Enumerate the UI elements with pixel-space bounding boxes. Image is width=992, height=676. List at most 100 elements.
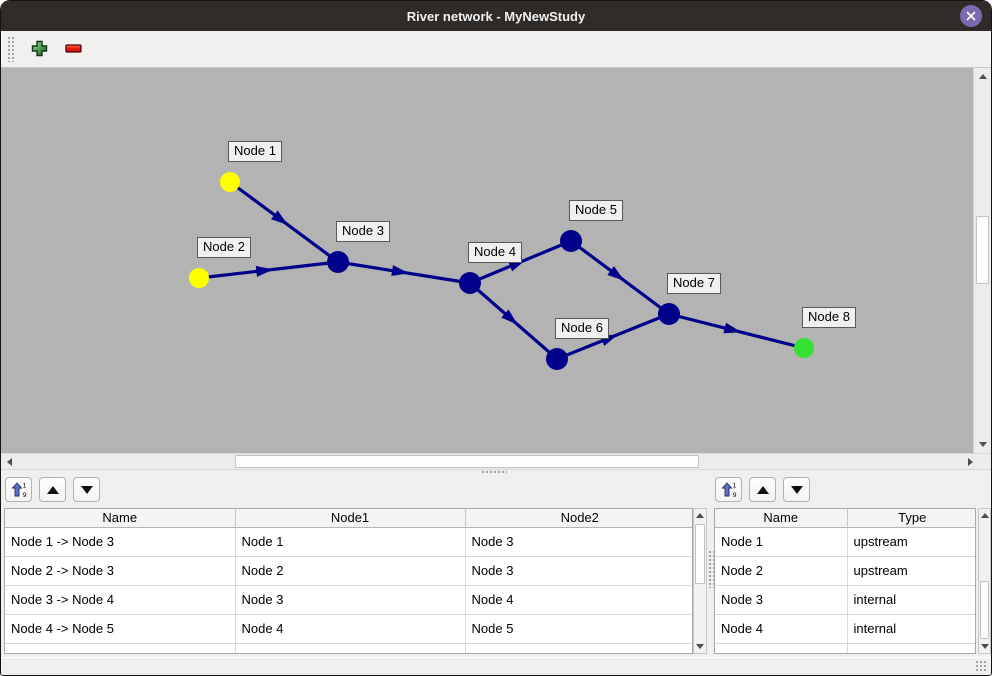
- arrow-down-icon: [696, 644, 704, 649]
- links-scroll-thumb[interactable]: [695, 524, 705, 584]
- add-icon: [31, 40, 47, 57]
- column-header[interactable]: Type: [847, 509, 975, 528]
- table-cell: Node 5: [465, 614, 692, 644]
- toolbar: [1, 31, 991, 68]
- resize-grip[interactable]: [975, 660, 988, 673]
- arrow-up-icon: [696, 513, 704, 518]
- scroll-left-button[interactable]: [2, 455, 16, 469]
- remove-button[interactable]: [61, 37, 85, 61]
- toolbar-drag-handle[interactable]: [7, 36, 15, 62]
- table-cell: internal: [847, 614, 975, 644]
- arrow-up-icon: [979, 74, 987, 79]
- arrow-left-icon: [6, 458, 12, 466]
- close-button[interactable]: [960, 5, 982, 27]
- scroll-up-button[interactable]: [979, 509, 990, 522]
- arrow-right-icon: [967, 458, 973, 466]
- column-header[interactable]: Name: [715, 509, 848, 528]
- links-move-down-button[interactable]: [73, 477, 100, 502]
- svg-text:9: 9: [732, 491, 736, 498]
- canvas-hscroll-thumb[interactable]: [235, 455, 699, 468]
- sort-icon: 1 9: [720, 482, 736, 498]
- nodes-controls: 1 9: [715, 477, 810, 502]
- edge-arrow-icon: [723, 322, 742, 334]
- edge-arrow-icon: [391, 265, 409, 277]
- nodes-table-scrollbar[interactable]: [978, 508, 991, 654]
- scroll-down-button[interactable]: [979, 640, 990, 653]
- node-label: Node 7: [667, 273, 721, 294]
- down-arrow-icon: [80, 485, 93, 494]
- links-move-up-button[interactable]: [39, 477, 66, 502]
- svg-text:1: 1: [22, 482, 26, 490]
- horizontal-splitter[interactable]: [1, 470, 991, 474]
- canvas-vscroll-thumb[interactable]: [976, 216, 989, 284]
- nodes-move-up-button[interactable]: [749, 477, 776, 502]
- table-cell: Node 1: [715, 527, 848, 557]
- status-bar: [1, 657, 991, 675]
- up-arrow-icon: [756, 485, 769, 494]
- table-cell: [715, 643, 848, 653]
- table-cell: [847, 643, 975, 653]
- table-cell: Node 1 -> Node 3: [5, 527, 236, 557]
- window-title: River network - MyNewStudy: [406, 8, 586, 24]
- table-cell: Node 3: [715, 585, 848, 615]
- sort-icon: 1 9: [10, 482, 26, 498]
- edge-arrow-icon: [501, 309, 518, 325]
- table-cell: Node 2 -> Node 3: [5, 556, 236, 586]
- column-header[interactable]: Name: [5, 509, 236, 528]
- down-arrow-icon: [790, 485, 803, 494]
- column-header[interactable]: Node2: [465, 509, 692, 528]
- node-label: Node 2: [197, 237, 251, 258]
- scroll-up-button[interactable]: [694, 509, 706, 522]
- svg-text:1: 1: [732, 482, 736, 490]
- table-cell: Node 3 -> Node 4: [5, 585, 236, 615]
- links-table-scrollbar[interactable]: [693, 508, 707, 654]
- add-button[interactable]: [27, 37, 51, 61]
- scroll-right-button[interactable]: [963, 455, 977, 469]
- column-header[interactable]: Node1: [235, 509, 466, 528]
- table-row[interactable]: [715, 643, 975, 653]
- nodes-scroll-thumb[interactable]: [980, 581, 989, 639]
- edge-arrow-icon: [607, 266, 625, 281]
- remove-icon: [64, 44, 82, 53]
- links-sort-button[interactable]: 1 9: [5, 477, 32, 502]
- title-bar[interactable]: River network - MyNewStudy: [1, 1, 991, 31]
- table-cell: internal: [847, 585, 975, 615]
- table-cell: [465, 643, 692, 653]
- table-cell: upstream: [847, 527, 975, 557]
- scroll-up-button[interactable]: [975, 69, 991, 84]
- table-row[interactable]: [5, 643, 692, 653]
- canvas-horizontal-scrollbar[interactable]: [1, 453, 991, 470]
- table-cell: Node 2: [715, 556, 848, 586]
- node-label: Node 8: [802, 307, 856, 328]
- table-cell: Node 4: [465, 585, 692, 615]
- node-label: Node 4: [468, 242, 522, 263]
- table-cell: Node 1: [235, 527, 466, 557]
- table-cell: [235, 643, 466, 653]
- scroll-down-button[interactable]: [694, 640, 706, 653]
- nodes-sort-button[interactable]: 1 9: [715, 477, 742, 502]
- network-diagram: [198, 180, 805, 361]
- node-label: Node 5: [569, 200, 623, 221]
- table-cell: Node 3: [235, 585, 466, 615]
- arrow-up-icon: [980, 513, 989, 518]
- table-cell: [5, 643, 236, 653]
- vertical-splitter-handle[interactable]: [708, 550, 715, 588]
- nodes-move-down-button[interactable]: [783, 477, 810, 502]
- node-label: Node 3: [336, 221, 390, 242]
- scroll-down-button[interactable]: [975, 437, 991, 452]
- edge-arrow-icon: [255, 265, 274, 277]
- canvas-vertical-scrollbar[interactable]: [973, 68, 991, 453]
